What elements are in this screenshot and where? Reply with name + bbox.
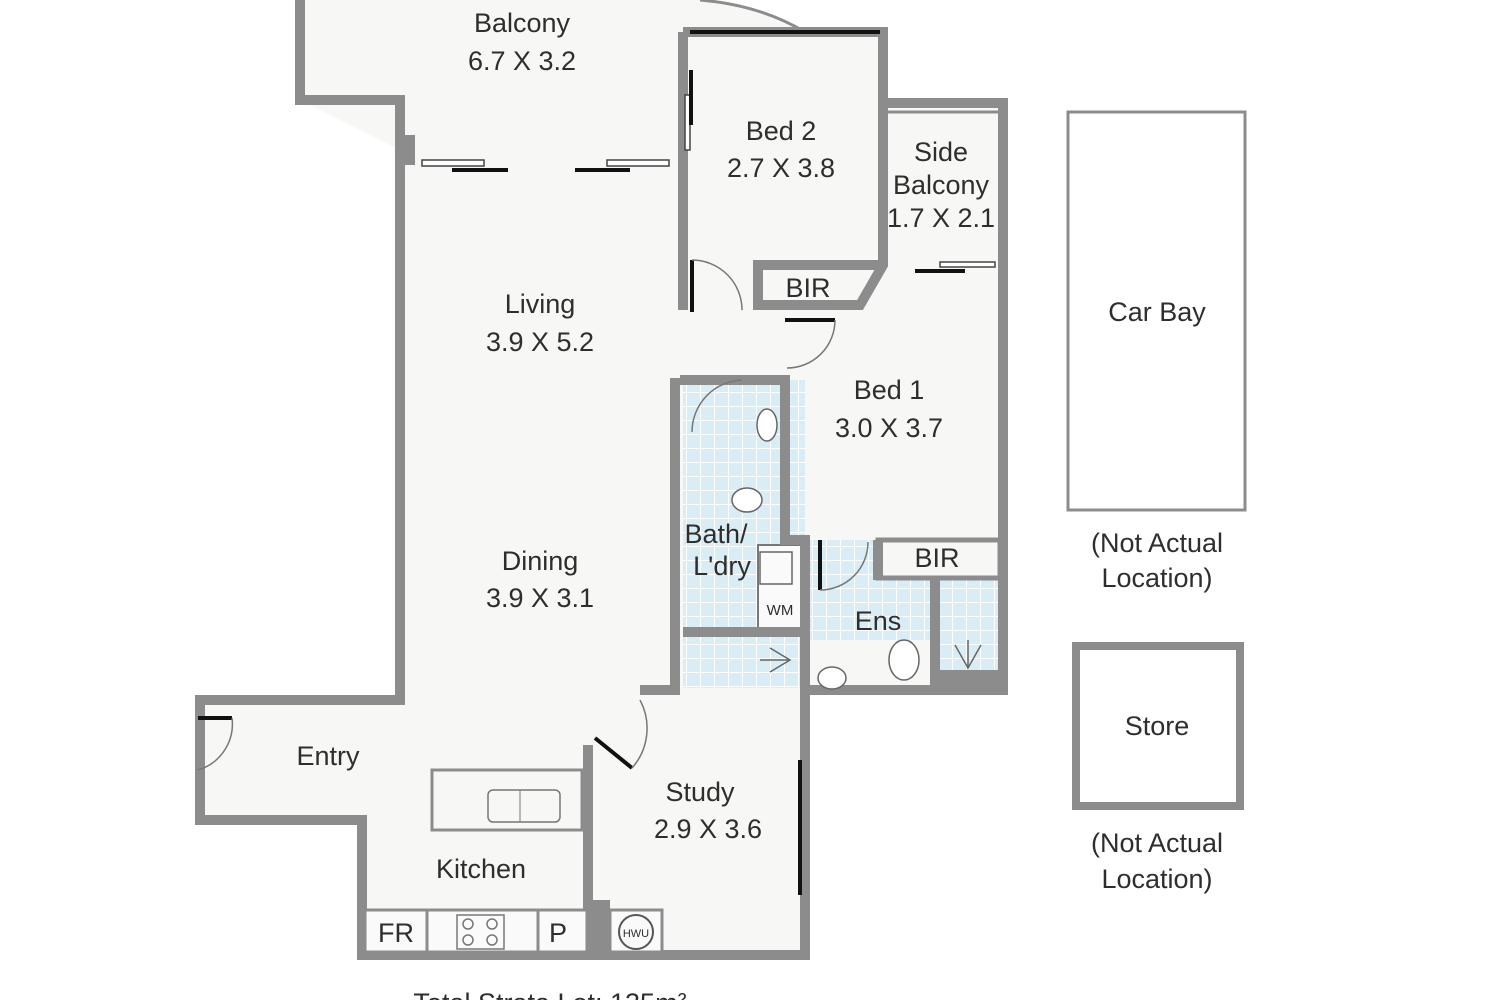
car-bay-wall (1066, 110, 1247, 512)
bath-label2: L'dry (693, 551, 751, 581)
bed1-size: 3.0 X 3.7 (835, 413, 943, 443)
store-label: Store (1125, 711, 1190, 741)
column-ens (940, 670, 1000, 692)
study-label: Study (665, 777, 735, 807)
hwu-label: HWU (623, 928, 649, 940)
bed2-label: Bed 2 (746, 116, 817, 146)
living-size: 3.9 X 5.2 (486, 327, 594, 357)
dining-size: 3.9 X 3.1 (486, 583, 594, 613)
store-note2: Location) (1101, 864, 1212, 894)
side-balcony-label2: Balcony (893, 170, 990, 200)
balcony-size: 6.7 X 3.2 (468, 46, 576, 76)
bir-label: BIR (785, 273, 830, 303)
study-size: 2.9 X 3.6 (654, 814, 762, 844)
floor-area (198, 0, 1000, 955)
side-balcony-label1: Side (914, 137, 968, 167)
store-wall (1072, 642, 1244, 810)
entry-label: Entry (296, 741, 360, 771)
side-balcony-size: 1.7 X 2.1 (887, 203, 995, 233)
column-kitchen (585, 900, 610, 955)
bir-bed1-label: BIR (914, 543, 959, 573)
column (395, 135, 415, 165)
sink-icon (487, 789, 561, 823)
kitchen-island (430, 768, 584, 832)
outer-wall (195, 0, 1008, 960)
car-bay-label: Car Bay (1108, 297, 1206, 327)
dining-label: Dining (502, 546, 579, 576)
balcony-label: Balcony (474, 8, 571, 38)
car-bay-note2: Location) (1101, 563, 1212, 593)
balcony-arc (699, 0, 806, 34)
bath-label1: Bath/ (684, 519, 748, 549)
bed2-walls (683, 27, 888, 310)
car-bay-note1: (Not Actual (1091, 528, 1223, 558)
living-label: Living (505, 289, 576, 319)
bed1-label: Bed 1 (854, 375, 925, 405)
bed2-size: 2.7 X 3.8 (727, 153, 835, 183)
bath-fixtures (731, 408, 982, 690)
wm-label: WM (767, 602, 794, 619)
bir-bed1-box (875, 537, 1003, 581)
cooktop-icon (456, 914, 505, 950)
bath-walls (680, 375, 940, 690)
pantry-label: P (549, 918, 567, 948)
kitchen-bench (363, 908, 589, 954)
sliding-doors (421, 30, 996, 895)
total-strata-label: Total Strata Lot: 135m² (413, 988, 686, 1000)
bath-left-wall (640, 378, 680, 695)
store-note1: (Not Actual (1091, 828, 1223, 858)
wm-cabinet (757, 544, 804, 634)
ens-label: Ens (855, 606, 902, 636)
fridge-label: FR (378, 918, 414, 948)
kitchen-label: Kitchen (436, 854, 526, 884)
swing-doors (197, 259, 869, 771)
hwu-icon (618, 914, 654, 950)
